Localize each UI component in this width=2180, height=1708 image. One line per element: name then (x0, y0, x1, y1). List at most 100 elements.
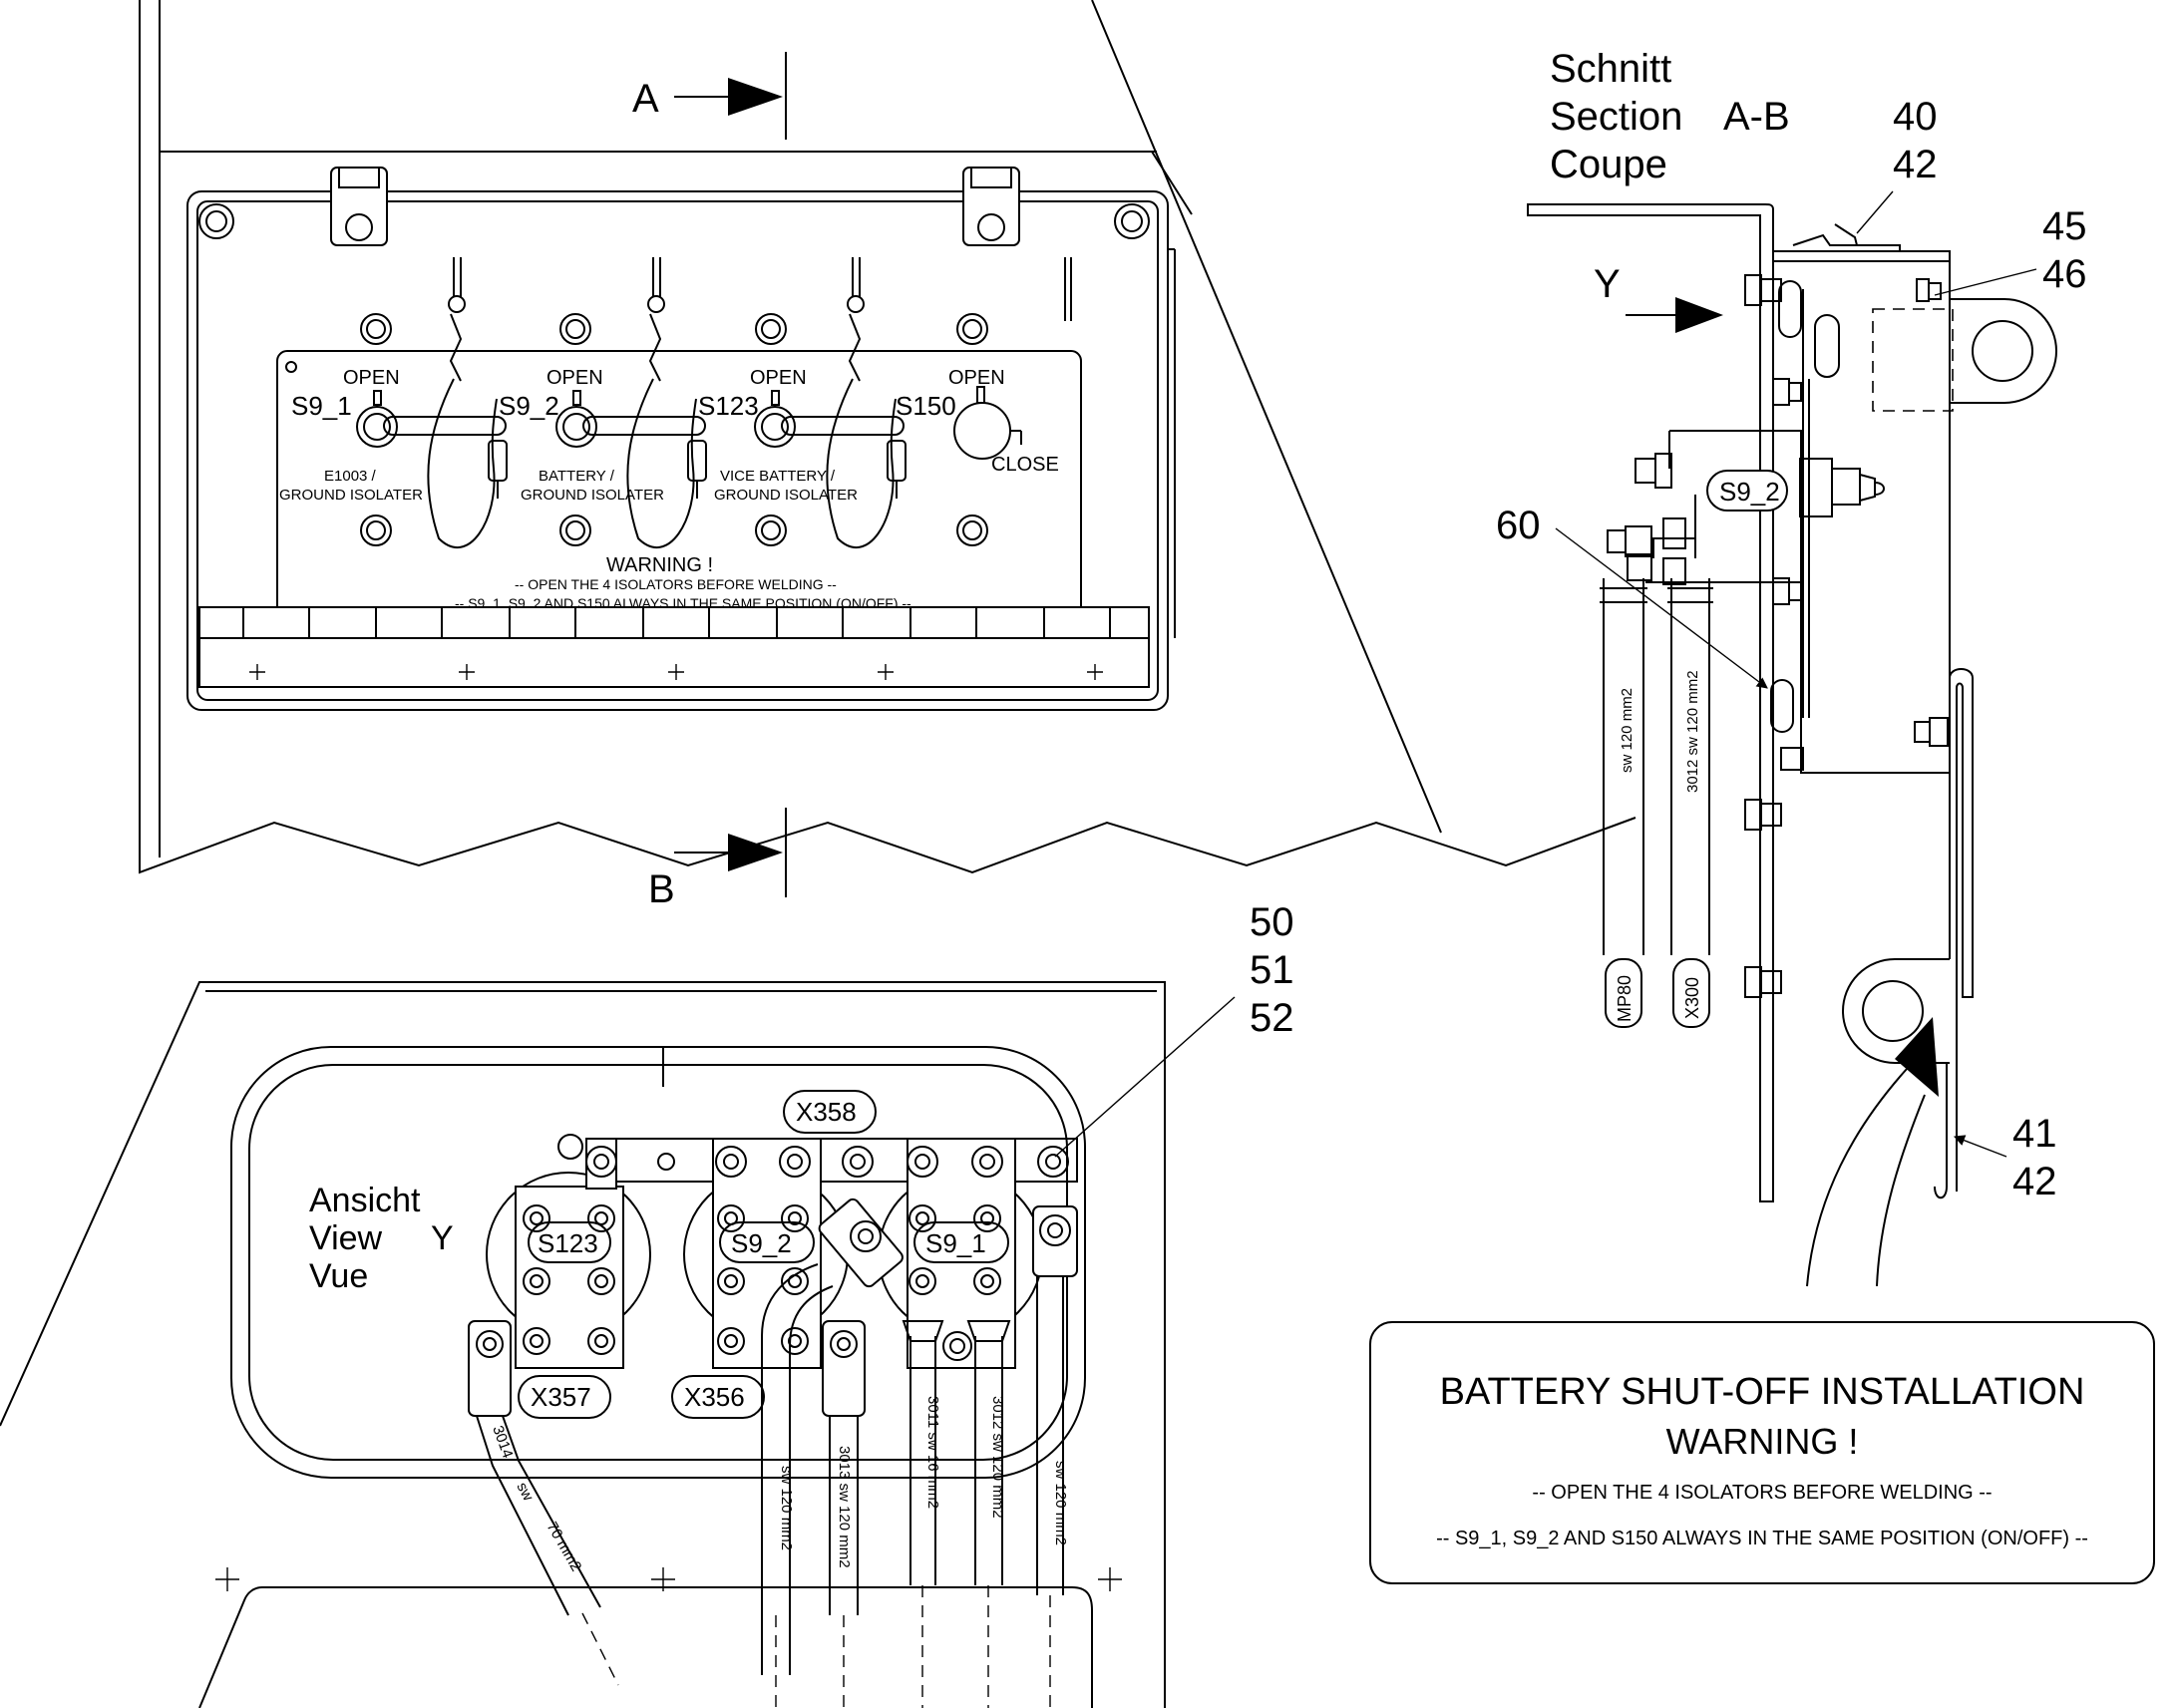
info-box-line-2: -- S9_1, S9_2 AND S150 ALWAYS IN THE SAM… (1436, 1528, 2088, 1549)
curved-arrow-head (1895, 1017, 1939, 1097)
cable-3013: 3013 sw 120 mm2 (822, 1320, 866, 1708)
cable-clip-60 (1770, 679, 1794, 733)
callout-60: 60 (1496, 504, 1541, 547)
section-cable-label: 3012 sw 120 mm2 (1684, 670, 1701, 793)
switch-id-label: S123 (698, 391, 759, 421)
section-marker-b: B (648, 867, 675, 911)
callout-45: 45 (2042, 204, 2087, 248)
panel-warning-title: WARNING ! (606, 554, 713, 576)
view-y-letter: Y (431, 1219, 454, 1257)
view-y: Ansicht View Vue Y X358 S123 S9_2 S9_1 (0, 900, 1294, 1708)
sheet-bolt (1744, 799, 1782, 831)
corner-bolt (1114, 203, 1150, 239)
top-bracket-right (962, 167, 1020, 246)
terminal-tag-x357 (518, 1375, 611, 1419)
plate-bolt (755, 313, 787, 345)
terminal-bolt (942, 1331, 972, 1361)
view-y-title-line-1: Ansicht (309, 1182, 421, 1219)
plate-bolt (956, 514, 988, 546)
cable-3011: 3011 sw 16 mm2 (902, 1320, 944, 1708)
section-marker-a: A (632, 77, 659, 121)
top-bracket (1792, 233, 1901, 251)
cable-number: 3014 (489, 1424, 516, 1461)
section-cable-2: 3012 sw 120 mm2 X300 (1667, 578, 1713, 1028)
cable-3012: 3012 sw 120 mm2 (966, 1320, 1011, 1708)
switch-id-label: S9_1 (291, 391, 352, 421)
terminal-label-x356: X356 (684, 1382, 745, 1412)
sheet-bolt (1744, 966, 1782, 998)
terminal-bolt (781, 1204, 809, 1232)
info-box-warning: WARNING ! (1666, 1421, 1859, 1462)
callout-50: 50 (1250, 900, 1294, 944)
terminal-bolt (781, 1327, 809, 1355)
switch-id-label: S9_2 (499, 391, 559, 421)
sheet-bolt (1772, 378, 1802, 406)
view-y-outline (0, 981, 1166, 1708)
switch-desc-label: GROUND ISOLATER (279, 487, 423, 504)
switch-desc-label: E1003 / (324, 468, 377, 485)
gasket-outer (230, 1046, 1086, 1479)
terminal-bolt (717, 1327, 745, 1355)
vertical-sheet (1527, 203, 1774, 1202)
panel-warning-line-1: -- OPEN THE 4 ISOLATORS BEFORE WELDING -… (515, 576, 837, 592)
terminal-bolt (908, 1204, 936, 1232)
terminal-bolt (476, 1330, 504, 1358)
cover-hook (1949, 668, 1974, 1192)
terminal-bolt (587, 1204, 615, 1232)
view-y-title-line-2: View (309, 1219, 383, 1257)
switch-s123: OPEN S123 VICE BATTERY / GROUND ISOLATER (698, 257, 907, 548)
terminal-bolt (717, 1267, 745, 1295)
switch-label-s9-1: S9_1 (925, 1228, 986, 1258)
lower-panel-outline (198, 1586, 1093, 1708)
callout-40: 40 (1893, 95, 1938, 139)
info-box: BATTERY SHUT-OFF INSTALLATION WARNING ! … (1369, 1321, 2155, 1584)
cable-label: sw 120 mm2 (1052, 1461, 1069, 1545)
terminal-bolt (850, 1220, 882, 1252)
switch-state-label: OPEN (343, 367, 400, 389)
info-box-line-1: -- OPEN THE 4 ISOLATORS BEFORE WELDING -… (1532, 1482, 1992, 1504)
callout-42: 42 (1893, 143, 1938, 186)
switch-id-label: S150 (896, 391, 956, 421)
terminal-tag-x356 (671, 1375, 765, 1419)
view-y-title-line-3: Vue (309, 1257, 368, 1295)
terminal-bolt (907, 1146, 938, 1178)
cable-label: sw 120 mm2 (778, 1466, 795, 1550)
switch-s150: OPEN S150 CLOSE (896, 367, 1059, 476)
terminal-rail-x358 (586, 1138, 1078, 1183)
terminal-bolt (842, 1146, 874, 1178)
cable-label: 3013 sw 120 mm2 (836, 1446, 853, 1568)
section-cable-1: sw 120 mm2 MP80 (1600, 578, 1647, 1028)
section-connector-label: X300 (1682, 977, 1702, 1019)
top-bracket-left (330, 167, 388, 246)
cable-right: sw 120 mm2 (1032, 1205, 1078, 1708)
terminal-bolt (973, 1267, 1001, 1295)
terminal-bolt (908, 1267, 936, 1295)
housing-break-line (139, 0, 1636, 874)
cable-s9-2-bent: sw 120 mm2 (761, 1197, 904, 1708)
terminal-label-x357: X357 (531, 1382, 591, 1412)
hidden-block (1872, 308, 1954, 412)
terminal-tag-x358 (783, 1090, 877, 1134)
mounting-plate (186, 190, 1169, 711)
section-title-line-1: Schnitt (1550, 47, 1671, 91)
callout-46: 46 (2042, 252, 2087, 296)
callout-52: 52 (1250, 996, 1294, 1040)
switch-s9-2: OPEN S9_2 BATTERY / GROUND ISOLATER (499, 257, 707, 548)
switch-state-label: OPEN (546, 367, 603, 389)
switch-tag-s123 (528, 1221, 611, 1263)
switch-desc-label: GROUND ISOLATER (714, 487, 858, 504)
plate-bolt (755, 514, 787, 546)
switch-close-label: CLOSE (991, 454, 1059, 476)
section-view: Schnitt Section Coupe A-B 40 42 45 46 (1496, 47, 2087, 1287)
terminal-bolt (1039, 1214, 1071, 1246)
terminal-bolt (523, 1204, 550, 1232)
terminal-bolt (1037, 1146, 1069, 1178)
cable-color: sw (513, 1480, 537, 1504)
info-box-title: BATTERY SHUT-OFF INSTALLATION (1440, 1371, 2085, 1413)
terminal-bolt (523, 1327, 550, 1355)
terminal-bolt (779, 1146, 811, 1178)
housing-slanted-edge (1091, 0, 1442, 834)
switch-label-s123: S123 (538, 1228, 598, 1258)
terminal-bolt (715, 1146, 747, 1178)
